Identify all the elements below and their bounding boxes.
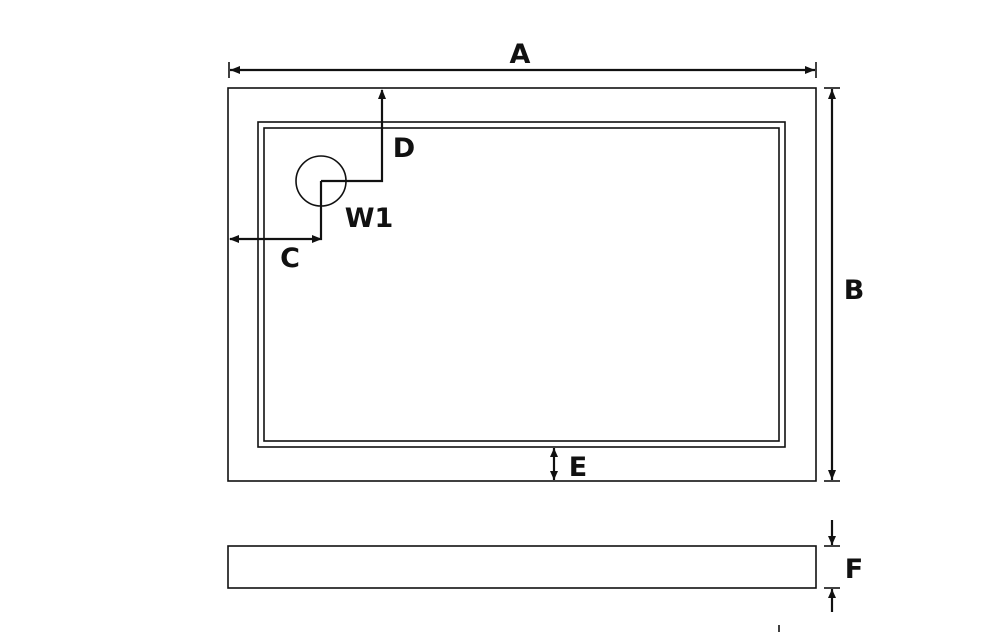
dimension-e-label: E	[569, 452, 587, 483]
dimension-b: B	[824, 87, 865, 482]
dimension-b-label: B	[844, 275, 865, 306]
dimension-a: A	[228, 39, 817, 78]
dimension-c: C	[229, 181, 323, 274]
dimension-d-label: D	[393, 133, 415, 164]
dimension-e: E	[550, 448, 587, 483]
tray-side-view	[227, 545, 817, 589]
waste-outlet-label: W1	[345, 203, 394, 234]
dimension-f-label: F	[845, 554, 863, 585]
dimension-d: D	[321, 89, 415, 183]
dimension-a-label: A	[510, 39, 531, 70]
dimension-c-label: C	[280, 243, 300, 274]
tray-outer-outline	[227, 87, 817, 482]
dimension-f: F	[824, 520, 863, 612]
tray-inner-basin-inner-line	[263, 127, 780, 442]
tray-inner-basin-outer-line	[257, 121, 786, 448]
